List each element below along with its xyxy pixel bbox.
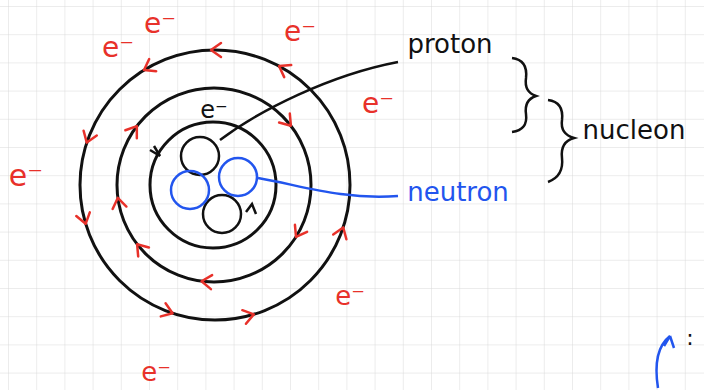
proton-leader (220, 62, 398, 140)
neutron-circle (171, 171, 209, 209)
direction-arrow (290, 225, 307, 241)
direction-arrow (161, 303, 175, 320)
middle-shell (117, 88, 311, 282)
direction-arrow (80, 131, 97, 145)
direction-arrow (242, 308, 255, 324)
direction-arrow (76, 212, 92, 225)
brace (512, 58, 536, 132)
pointer-mark (246, 204, 256, 214)
electron-label: e⁻ (144, 10, 176, 38)
brace (548, 100, 574, 182)
direction-arrow (279, 114, 296, 131)
direction-arrow (125, 122, 142, 138)
proton-circle (181, 137, 219, 175)
neutron-leader (258, 178, 398, 197)
electron-label: e⁻ (9, 161, 43, 191)
direction-arrow (132, 240, 149, 257)
direction-arrow (141, 59, 157, 76)
note-mark: : (686, 327, 693, 349)
direction-arrow (333, 225, 350, 239)
direction-arrow (211, 43, 221, 57)
direction-arrow (201, 274, 212, 289)
proton-circle (203, 195, 241, 233)
pointer-mark (150, 146, 160, 156)
electron-label: e⁻ (362, 90, 394, 118)
direction-arrow (276, 60, 292, 77)
electron-label: e⁻ (335, 283, 365, 309)
direction-arrow (111, 197, 127, 209)
group-label: nucleon (583, 117, 686, 143)
curved-arrow (657, 336, 675, 388)
nucleus-ring (150, 122, 276, 248)
electron-label: e⁻ (284, 18, 316, 46)
part-label: neutron (407, 179, 509, 205)
electron-label: e⁻ (102, 34, 134, 62)
electron-label: e⁻ (141, 359, 171, 385)
neutron-circle (219, 158, 257, 196)
electron-label: e⁻ (200, 98, 227, 122)
part-label: proton (407, 31, 492, 57)
